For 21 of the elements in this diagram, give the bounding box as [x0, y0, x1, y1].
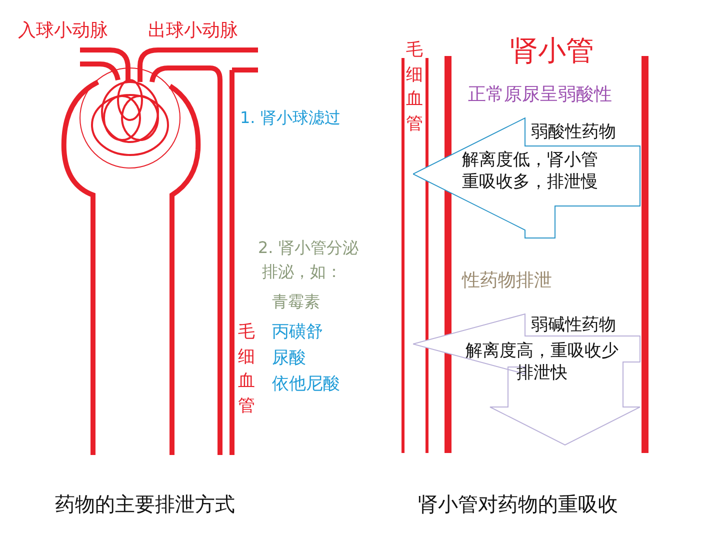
part-title: 肾小管 [510, 34, 594, 68]
vessel-label: 出球小动脉 [148, 20, 238, 42]
step-label: 排泌，如： [262, 262, 342, 282]
note-text: 性药物排泄 [462, 270, 552, 292]
callout-text: 解离度低，肾小管重吸收多，排泄慢 [461, 149, 599, 194]
drug-name: 尿酸 [272, 348, 306, 368]
vessel-label: 毛细血管 [238, 321, 255, 418]
note-text: 正常原尿呈弱酸性 [468, 84, 612, 106]
drug-type-heading: 弱碱性药物 [531, 314, 616, 336]
vessel-label: 毛细血管 [406, 39, 423, 136]
step-label: 2. 肾小管分泌 [258, 238, 358, 258]
drug-name: 依他尼酸 [272, 374, 340, 394]
callout-text: 解离度高，重吸收少排泄快 [464, 340, 620, 384]
drug-name: 青霉素 [272, 292, 320, 312]
vessel-label: 入球小动脉 [18, 20, 108, 42]
drug-name: 丙磺舒 [272, 322, 323, 342]
arrow-callout [413, 312, 642, 448]
step-label: 1. 肾小球滤过 [240, 108, 340, 128]
drug-type-heading: 弱酸性药物 [531, 121, 616, 144]
figure-caption: 药物的主要排泄方式 [55, 492, 235, 516]
figure-caption: 肾小管对药物的重吸收 [418, 492, 618, 516]
